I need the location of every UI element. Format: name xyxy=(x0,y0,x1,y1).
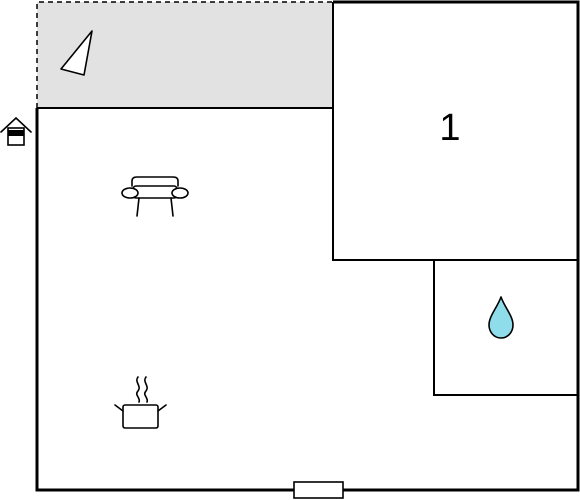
outer-walls xyxy=(35,0,580,492)
window-icon xyxy=(293,481,344,499)
sofa-icon xyxy=(121,176,189,217)
cooking-pot-icon xyxy=(114,376,167,429)
house-entrance-icon xyxy=(0,116,32,146)
water-drop-icon xyxy=(488,296,514,339)
room-bathroom xyxy=(433,260,578,396)
room-label-bedroom: 1 xyxy=(439,107,460,149)
terrace-icon xyxy=(60,30,93,76)
room-bedroom: 1 xyxy=(332,107,578,261)
